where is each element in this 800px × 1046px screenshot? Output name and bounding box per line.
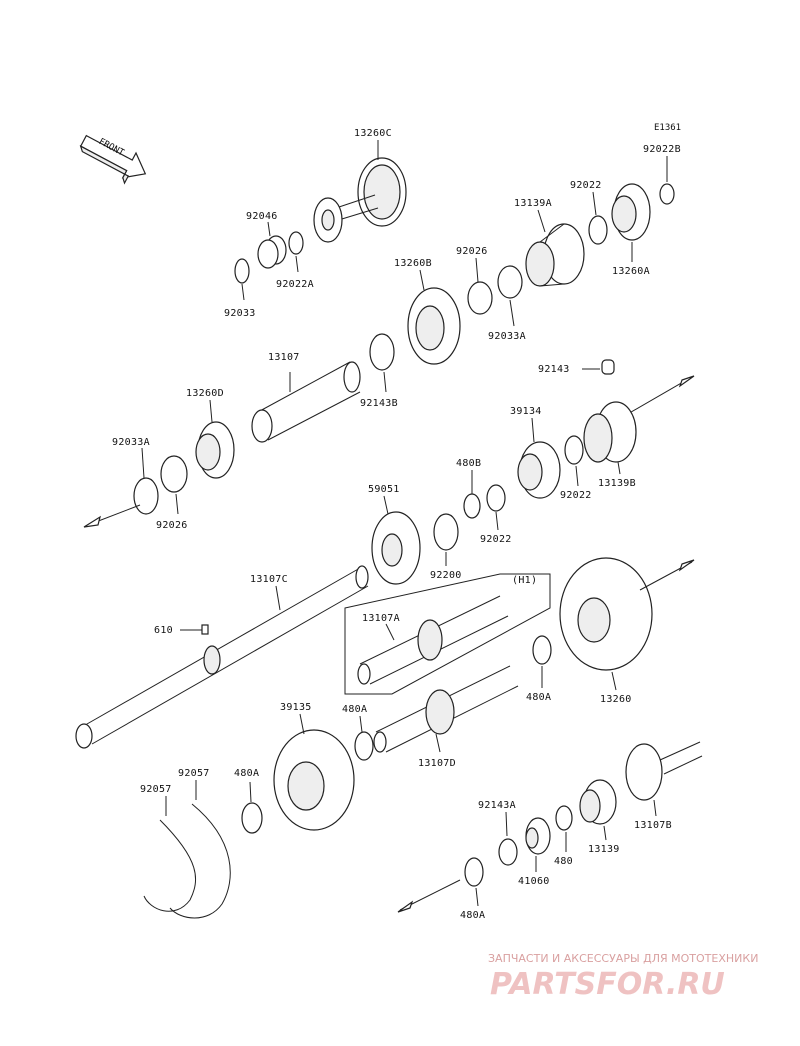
circlip-480A-bottom[interactable]	[464, 857, 484, 887]
label-59051: 59051	[368, 484, 400, 495]
label-480A-mid: 480A	[526, 692, 551, 703]
circlip-480A-bl[interactable]	[241, 802, 263, 834]
gear-13260B[interactable]	[407, 287, 461, 365]
chain-92057-a[interactable]	[143, 819, 196, 912]
label-39135: 39135	[280, 702, 312, 713]
label-13260B: 13260B	[394, 258, 432, 269]
collar-41060[interactable]	[525, 817, 551, 855]
label-480: 480	[554, 856, 573, 867]
label-92143: 92143	[538, 364, 570, 375]
label-92143A: 92143A	[478, 800, 516, 811]
sleeve-13139A[interactable]	[525, 223, 585, 287]
label-13139: 13139	[588, 844, 620, 855]
label-13107: 13107	[268, 352, 300, 363]
label-92022A: 92022A	[276, 279, 314, 290]
label-92057-b: 92057	[178, 768, 210, 779]
bushing-92143B[interactable]	[369, 333, 395, 371]
label-13260: 13260	[600, 694, 632, 705]
circlip-92022-mid[interactable]	[564, 435, 584, 465]
washer-92026-left[interactable]	[160, 455, 188, 493]
shaft-13107D[interactable]	[373, 665, 519, 753]
circlip-92022B[interactable]	[659, 183, 675, 205]
bushing-92143A[interactable]	[498, 838, 518, 866]
gear-59051[interactable]	[371, 511, 421, 585]
diagram-code: E1361	[654, 123, 681, 133]
bushing-92143[interactable]	[601, 359, 615, 375]
circlip-480B[interactable]	[463, 493, 481, 519]
label-610: 610	[154, 625, 173, 636]
label-92022-mid2: 92022	[480, 534, 512, 545]
label-13107A: 13107A	[362, 613, 400, 624]
shaft-13107[interactable]	[251, 361, 361, 443]
gear-13260[interactable]	[559, 557, 653, 671]
label-92026-left: 92026	[156, 520, 188, 531]
gear-13260A[interactable]	[611, 183, 651, 241]
washer-92026-top[interactable]	[467, 281, 493, 315]
label-92046: 92046	[246, 211, 278, 222]
label-92022-top: 92022	[570, 180, 602, 191]
label-92033A-left: 92033A	[112, 437, 150, 448]
label-480A-bl: 480A	[234, 768, 259, 779]
label-92022B: 92022B	[643, 144, 681, 155]
circlip-92022-top[interactable]	[588, 215, 608, 245]
shaft-13107A[interactable]	[357, 595, 509, 685]
label-92200: 92200	[430, 570, 462, 581]
label-92057-a: 92057	[140, 784, 172, 795]
label-92022-mid: 92022	[560, 490, 592, 501]
circlip-480A-left[interactable]	[354, 731, 374, 761]
label-13107D: 13107D	[418, 758, 456, 769]
pin-610[interactable]	[201, 624, 209, 635]
label-13260C: 13260C	[354, 128, 392, 139]
label-480B: 480B	[456, 458, 481, 469]
front-arrow-icon	[79, 134, 147, 185]
washer-92033A-top[interactable]	[497, 265, 523, 299]
label-13260A: 13260A	[612, 266, 650, 277]
circlip-480A-mid[interactable]	[532, 635, 552, 665]
gear-13260D[interactable]	[195, 421, 235, 479]
shaft-13107B[interactable]	[625, 741, 703, 801]
sleeve-13139B[interactable]	[583, 401, 637, 463]
shaft-13107C[interactable]	[75, 565, 369, 749]
label-13107C: 13107C	[250, 574, 288, 585]
label-39134: 39134	[510, 406, 542, 417]
washer-92033[interactable]	[234, 258, 250, 284]
watermark-tagline: ЗАПЧАСТИ И АКСЕССУАРЫ ДЛЯ МОТОТЕХНИКИ	[488, 952, 758, 965]
label-92033: 92033	[224, 308, 256, 319]
label-92143B: 92143B	[360, 398, 398, 409]
watermark-logo: PARTSFOR.RU	[490, 967, 725, 1002]
label-h1: (H1)	[512, 575, 537, 586]
chain-92057-b[interactable]	[169, 803, 231, 919]
circlip-92022A[interactable]	[288, 231, 304, 255]
label-480A-bottom: 480A	[460, 910, 485, 921]
label-13260D: 13260D	[186, 388, 224, 399]
label-480A-left: 480A	[342, 704, 367, 715]
gear-13260C[interactable]	[313, 157, 407, 243]
circlip-480[interactable]	[555, 805, 573, 831]
label-41060: 41060	[518, 876, 550, 887]
label-92026-top: 92026	[456, 246, 488, 257]
h1-inset-box	[344, 573, 551, 695]
gear-39135[interactable]	[273, 729, 355, 831]
label-92033A-top: 92033A	[488, 331, 526, 342]
gear-39134[interactable]	[517, 441, 561, 499]
washer-92033A-left[interactable]	[133, 477, 159, 515]
circlip-92022-mid2[interactable]	[486, 484, 506, 512]
washer-92200[interactable]	[433, 513, 459, 551]
label-13107B: 13107B	[634, 820, 672, 831]
label-13139B: 13139B	[598, 478, 636, 489]
bearing-92046[interactable]	[257, 235, 287, 269]
label-13139A: 13139A	[514, 198, 552, 209]
sleeve-13139[interactable]	[579, 779, 617, 825]
